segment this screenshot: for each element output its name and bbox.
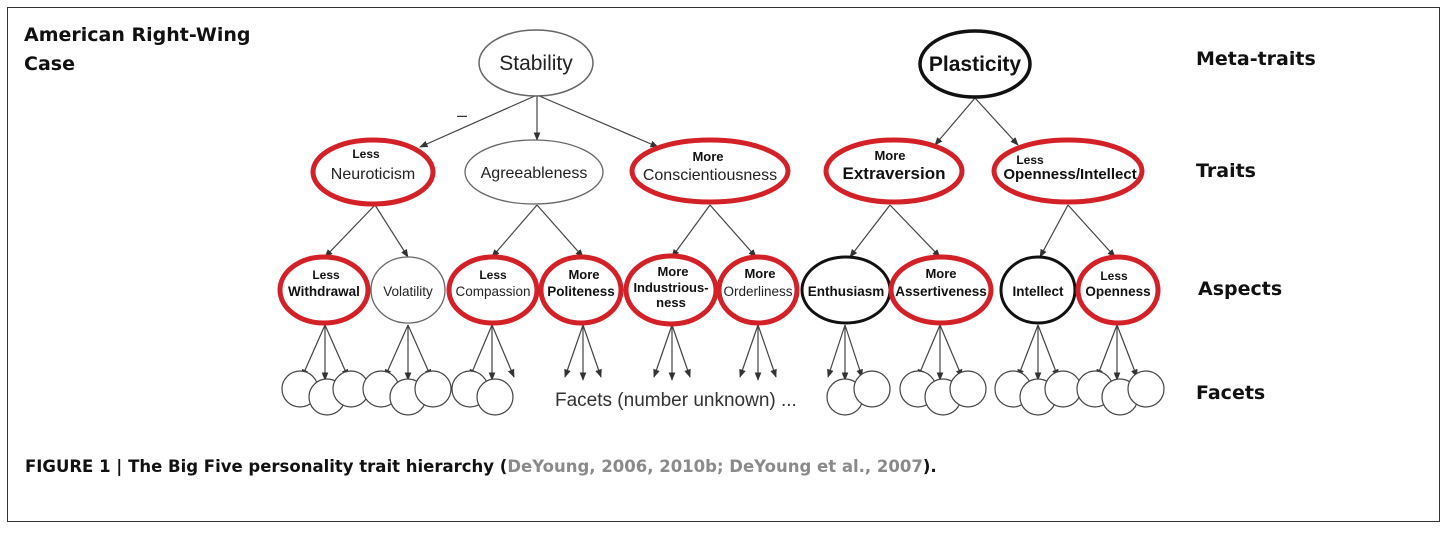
node-label-line-2: ness: [656, 295, 686, 310]
node-qualifier: Less: [352, 147, 380, 161]
node-compassion: Less Compassion: [446, 254, 540, 326]
node-neuroticism: Less Neuroticism: [310, 137, 436, 207]
node-agreeableness: Agreeableness: [464, 139, 604, 205]
facets-note: Facets (number unknown) ...: [555, 390, 797, 411]
facet-circle: [414, 370, 452, 408]
node-openness-intellect: Less Openness/Intellect: [991, 137, 1145, 205]
node-label: Enthusiasm: [808, 284, 885, 299]
level-label-meta-traits: Meta-traits: [1196, 48, 1316, 70]
facet-circle: [949, 370, 987, 408]
node-openness: Less Openness: [1075, 254, 1161, 326]
node-plasticity: Plasticity: [918, 29, 1032, 99]
node-label: Stability: [499, 52, 573, 75]
node-label: Agreeableness: [481, 165, 588, 182]
case-title-line-2: Case: [24, 53, 75, 75]
node-qualifier: More: [692, 149, 723, 164]
facet-circle: [1127, 370, 1165, 408]
node-stability: Stability: [478, 29, 594, 97]
facet-arrows: [301, 324, 1138, 381]
facet-circle: [1044, 370, 1082, 408]
figure-frame: [7, 7, 1440, 522]
negative-sign: –: [457, 105, 467, 125]
node-intellect: Intellect: [999, 255, 1077, 325]
node-conscientiousness: More Conscientiousness: [629, 137, 791, 205]
node-label: Neuroticism: [331, 166, 415, 183]
caption-suffix: ).: [922, 457, 937, 476]
hierarchy-connectors: [324, 94, 1116, 258]
node-label: Openness/Intellect: [1003, 166, 1136, 183]
node-qualifier: More: [874, 148, 905, 163]
figure-caption: FIGURE 1 | The Big Five personality trai…: [25, 457, 937, 476]
node-politeness: More Politeness: [538, 254, 624, 326]
node-label: Plasticity: [929, 53, 1022, 76]
node-label: Assertiveness: [895, 284, 987, 299]
caption-prefix: FIGURE 1 | The Big Five personality trai…: [25, 457, 508, 476]
node-label: Compassion: [455, 284, 530, 299]
node-label: Openness: [1085, 284, 1150, 299]
node-qualifier: More: [568, 267, 599, 282]
node-qualifier: More: [744, 266, 775, 281]
node-withdrawal: Less Withdrawal: [277, 254, 371, 326]
node-label-line-1: Industrious-: [633, 280, 708, 295]
node-qualifier: More: [925, 266, 956, 281]
node-qualifier: More: [657, 264, 688, 279]
node-qualifier: Less: [312, 268, 340, 282]
node-enthusiasm: Enthusiasm: [800, 255, 892, 325]
node-volatility: Volatility: [370, 256, 446, 324]
level-label-facets: Facets: [1196, 382, 1266, 404]
node-label: Intellect: [1012, 284, 1064, 299]
facet-circle: [476, 378, 514, 416]
node-label: Orderliness: [723, 284, 792, 299]
node-label: Conscientiousness: [643, 167, 777, 184]
node-label: Withdrawal: [288, 284, 360, 299]
node-qualifier: Less: [1016, 153, 1044, 167]
facet-circles: [281, 370, 1165, 416]
level-label-traits: Traits: [1196, 160, 1256, 182]
node-label: Extraversion: [843, 164, 946, 183]
node-label: Politeness: [547, 284, 615, 299]
case-title-line-1: American Right-Wing: [24, 24, 251, 46]
node-qualifier: Less: [479, 268, 507, 282]
facet-circle: [853, 370, 891, 408]
node-qualifier: Less: [1100, 269, 1128, 283]
node-label: Volatility: [383, 284, 433, 299]
node-assertiveness: More Assertiveness: [888, 254, 994, 326]
node-extraversion: More Extraversion: [823, 137, 965, 205]
node-industriousness: More Industrious- ness: [623, 253, 719, 327]
caption-citation-link[interactable]: DeYoung, 2006, 2010b; DeYoung et al., 20…: [507, 457, 923, 476]
level-label-aspects: Aspects: [1198, 278, 1283, 300]
node-orderliness: More Orderliness: [716, 254, 800, 326]
